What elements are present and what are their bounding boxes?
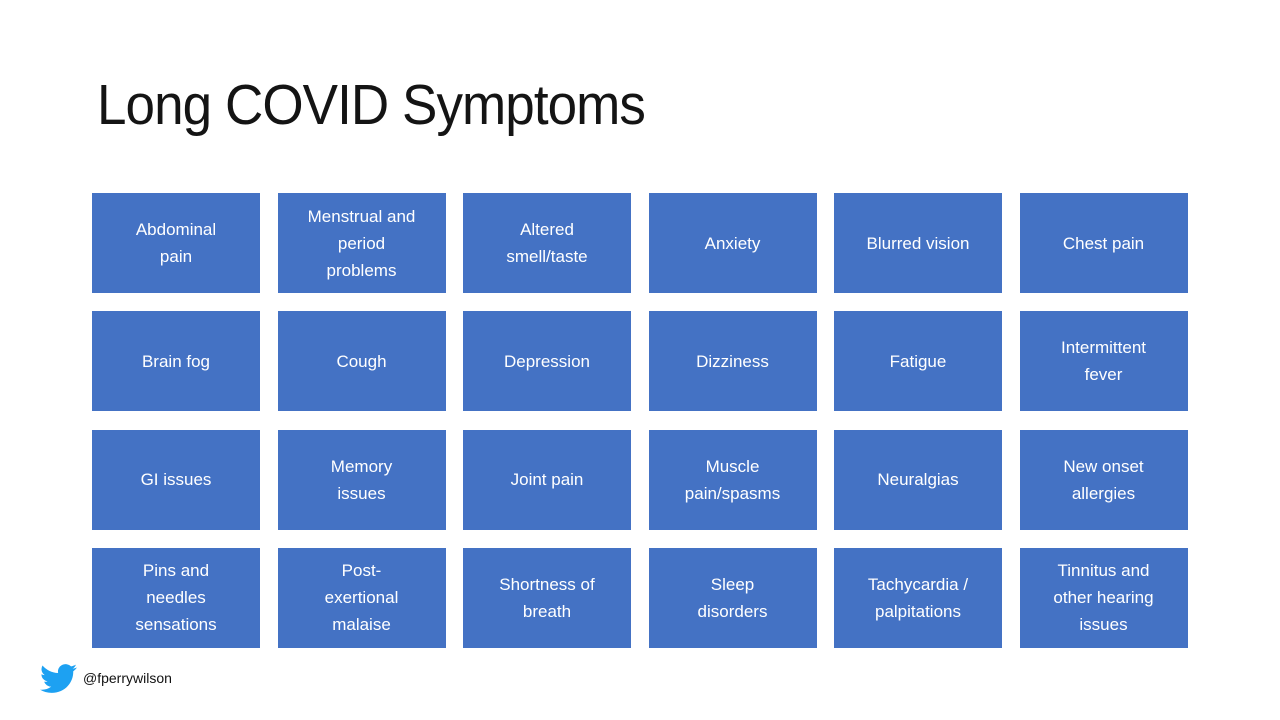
symptom-box: Cough [277,311,446,412]
symptom-box: Depression [463,311,631,412]
symptom-box: GI issues [92,429,260,530]
symptom-box: Tinnitus and other hearing issues [1019,547,1188,648]
twitter-bird-icon [40,663,77,694]
symptom-box: Brain fog [92,311,260,412]
symptom-box: Memory issues [277,429,446,530]
symptom-box: Menstrual and period problems [277,193,446,293]
symptom-box: Joint pain [463,429,631,530]
symptom-box: Intermittent fever [1019,311,1188,412]
symptom-box: Shortness of breath [463,547,631,648]
symptom-box: Fatigue [834,311,1002,412]
symptom-box: New onset allergies [1019,429,1188,530]
attribution: @fperrywilson [40,661,172,695]
symptom-box: Post- exertional malaise [277,547,446,648]
symptom-box: Abdominal pain [92,193,260,293]
symptom-box: Neuralgias [834,429,1002,530]
symptom-box: Sleep disorders [648,547,817,648]
slide-title: Long COVID Symptoms [97,73,646,137]
twitter-handle: @fperrywilson [83,670,172,686]
symptom-box: Dizziness [648,311,817,412]
symptom-box: Pins and needles sensations [92,547,260,648]
symptom-box: Tachycardia / palpitations [834,547,1002,648]
symptom-box: Altered smell/taste [463,193,631,293]
symptom-box: Chest pain [1019,193,1188,293]
symptom-box: Blurred vision [834,193,1002,293]
symptom-box: Anxiety [648,193,817,293]
symptom-box: Muscle pain/spasms [648,429,817,530]
